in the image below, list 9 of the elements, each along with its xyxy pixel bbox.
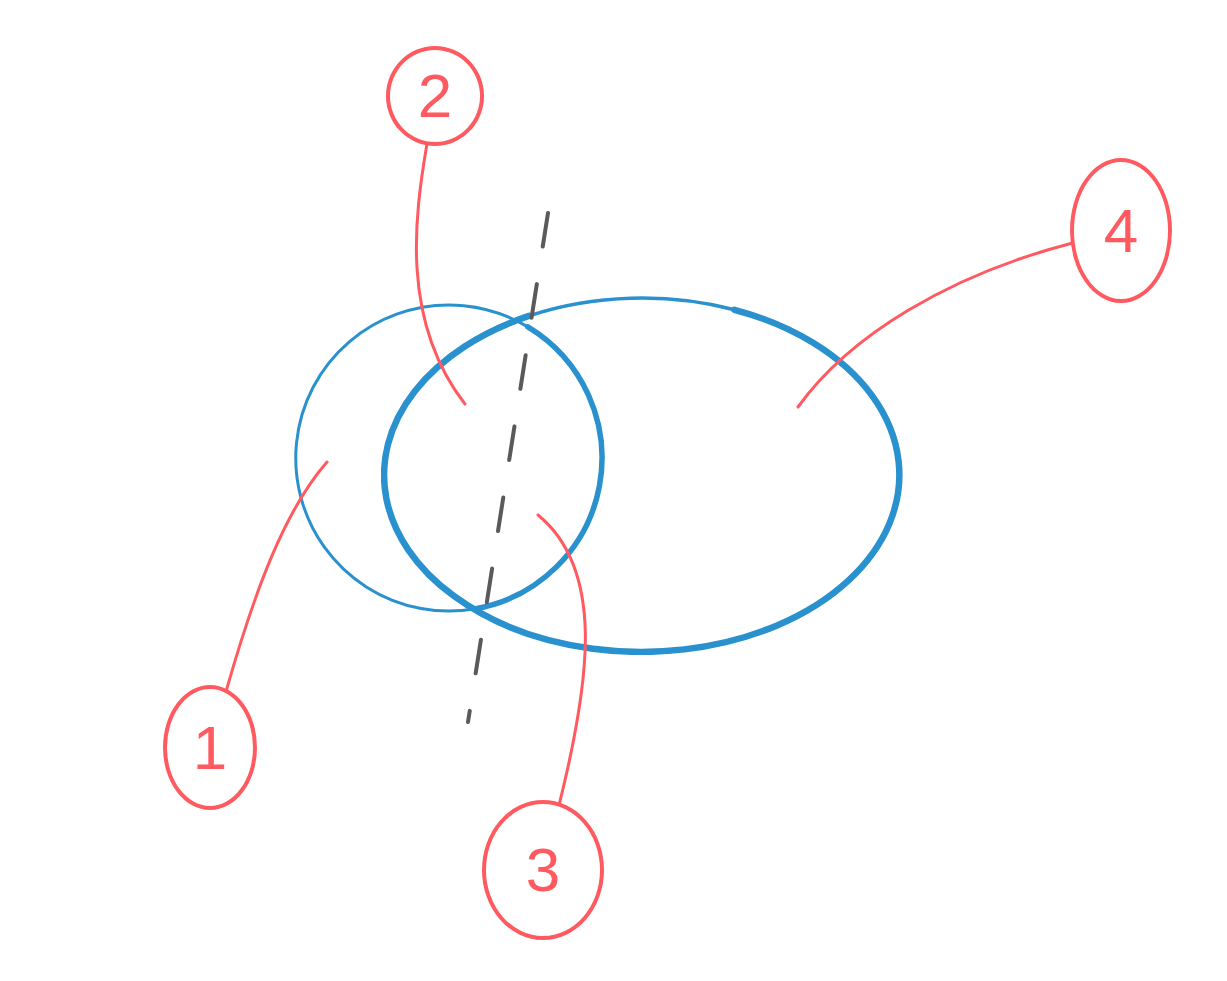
leader-line	[414, 143, 467, 406]
leader-line	[536, 513, 587, 805]
callout-number: 3	[482, 800, 604, 940]
leader-line	[796, 242, 1073, 409]
callout-number: 4	[1070, 158, 1172, 303]
callout-number: 2	[386, 46, 484, 146]
callout-number: 1	[163, 685, 257, 810]
leader-line	[225, 460, 329, 691]
ellipse-outline	[381, 295, 903, 655]
